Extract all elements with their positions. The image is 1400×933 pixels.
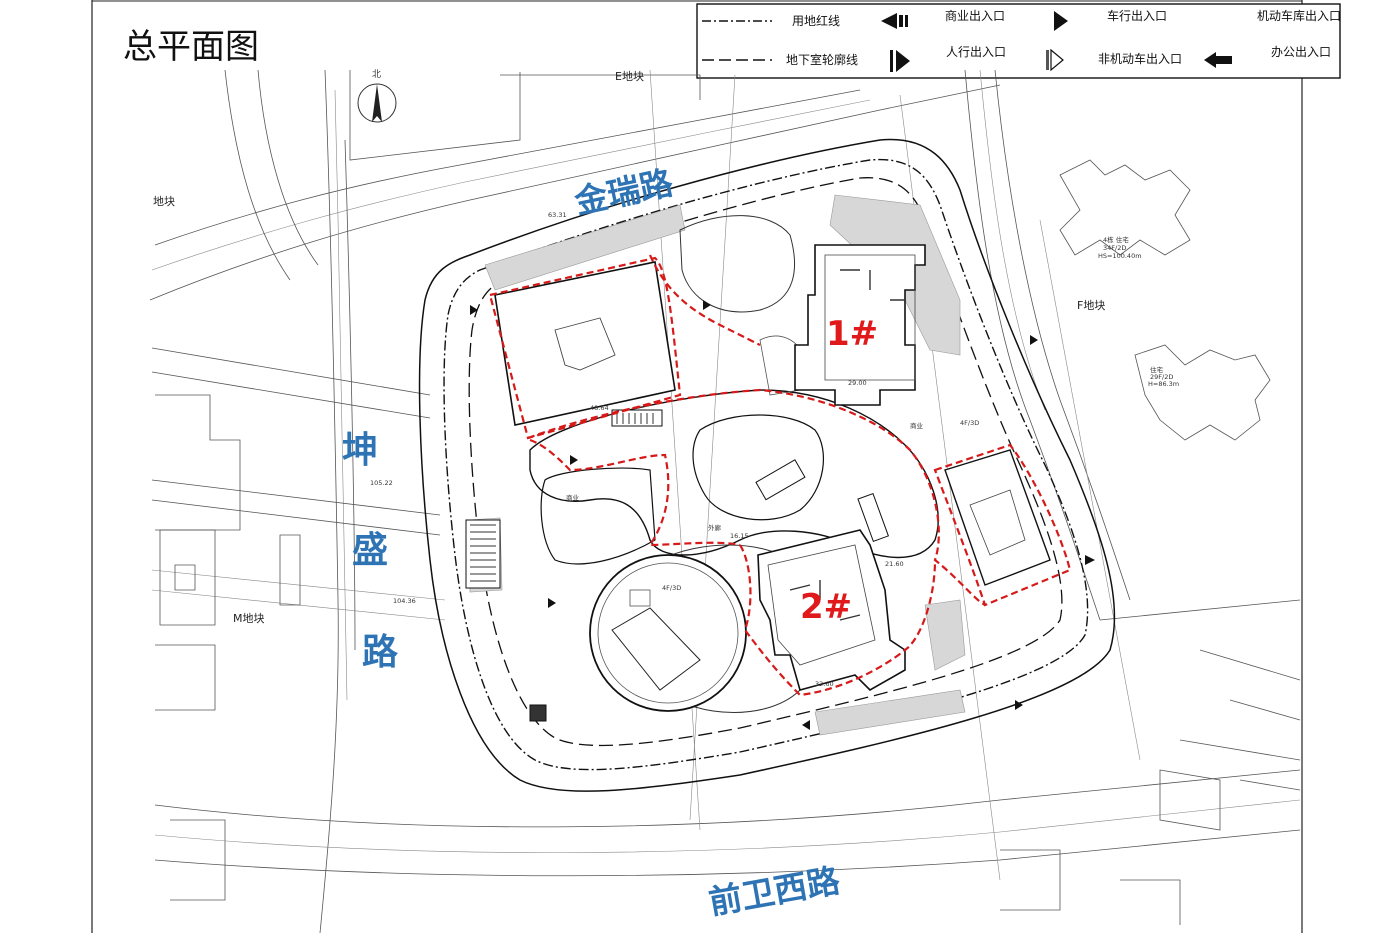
ramps <box>465 409 890 722</box>
office-entrance-icon <box>1204 52 1232 68</box>
commercial-label: 商业 <box>566 493 580 502</box>
legend-item-office: 办公出入口 <box>1271 44 1331 59</box>
plot-east-label: F地块 <box>1077 299 1105 312</box>
legend-item-garage: 机动车库出入口 <box>1257 8 1341 23</box>
context-lines <box>149 69 1301 933</box>
round-building-floors: 4F/3D <box>662 584 681 592</box>
round-building: 4F/3D <box>589 554 747 712</box>
dim-west: 105.22 <box>370 479 393 487</box>
pedestrian-entrance-icon <box>890 50 910 72</box>
commercial-entrance-icon <box>881 13 908 29</box>
page-frame <box>91 0 1303 933</box>
plot-north-label: E地块 <box>615 70 644 83</box>
plot-southwest-label: M地块 <box>233 612 265 625</box>
north-label: 北 <box>372 69 381 80</box>
housing-east-height: H=86.3m <box>1148 380 1179 388</box>
dim-west-2: 104.36 <box>393 597 416 605</box>
tower-4-label: 4栋 住宅 <box>1103 235 1129 244</box>
legend-item-red-line: 用地红线 <box>792 13 840 28</box>
nw-block-dim: 48.64 <box>590 404 609 412</box>
road-west-char-3: 路 <box>362 632 399 673</box>
building-2: 32.60 <box>757 529 906 691</box>
page-title: 总平面图 <box>123 27 259 67</box>
legend-item-vehicle: 车行出入口 <box>1107 8 1167 23</box>
red-dashed-boundaries <box>488 254 1072 697</box>
road-west-label: 坤 盛 路 <box>342 430 399 673</box>
site-entrance-markers <box>470 300 1095 730</box>
building-2-dim: 32.60 <box>815 680 834 688</box>
dim-center: 16.15 <box>730 532 749 540</box>
tower-4-height: HS=100.40m <box>1098 252 1142 260</box>
east-shop-label: 商业 <box>910 421 924 430</box>
building-1-label: 1# <box>826 314 878 354</box>
building-1-dim: 29.00 <box>848 379 867 387</box>
legend-item-non-motor: 非机动车出入口 <box>1098 51 1182 66</box>
east-commercial-label: 4F/3D <box>960 419 979 427</box>
east-block: 4F/3D 商业 <box>910 419 1051 586</box>
podium-label: 外廊 <box>708 523 722 532</box>
non-motor-entrance-icon <box>1046 48 1064 72</box>
east-residential-towers: 4栋 住宅 34F/2D HS=100.40m 住宅 29F/2D H=86.3… <box>1059 159 1271 441</box>
dim-east: 21.60 <box>885 560 904 568</box>
housing-east-label: 住宅 <box>1150 365 1164 374</box>
legend-item-commercial: 商业出入口 <box>945 8 1005 23</box>
vehicle-entrance-icon <box>1054 11 1068 31</box>
north-arrow: 北 <box>357 69 397 123</box>
housing-east-floors: 29F/2D <box>1150 373 1173 381</box>
road-south-label: 前卫西路 <box>706 860 844 922</box>
road-west-char-2: 盛 <box>352 530 388 571</box>
dim-north: 63.31 <box>548 211 567 219</box>
building-2-label: 2# <box>800 587 852 627</box>
plot-west-label: 地块 <box>153 195 175 208</box>
northwest-block: 48.64 <box>494 261 676 426</box>
legend-item-basement-line: 地下室轮廓线 <box>786 52 858 67</box>
building-1: 29.00 <box>794 244 926 406</box>
legend: 用地红线 商业出入口 车行出入口 机动车库出入口 地下室轮廓线 人行出入口 非机… <box>696 3 1341 79</box>
legend-item-pedestrian: 人行出入口 <box>946 45 1006 59</box>
road-west-char-1: 坤 <box>342 430 378 471</box>
tower-4-floors: 34F/2D <box>1103 244 1126 252</box>
